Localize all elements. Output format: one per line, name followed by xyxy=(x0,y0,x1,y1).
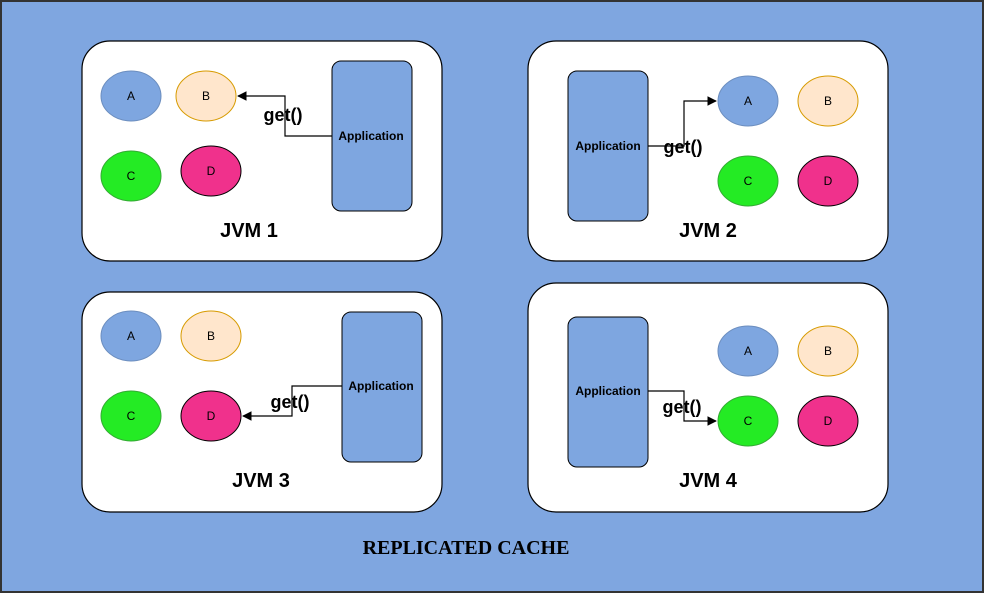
jvm-4-cache-node-b-label: B xyxy=(824,344,832,358)
jvm-2-panel: Application A B C D get() JVM 2 xyxy=(527,40,889,262)
jvm-3-call-label: get() xyxy=(271,392,310,412)
jvm-4-cache-node-d xyxy=(797,395,859,447)
jvm-3-cache-node-a-label: A xyxy=(127,329,135,343)
jvm-1-cache-node-a-label: A xyxy=(127,89,135,103)
jvm-4-cache-node-a-label: A xyxy=(744,344,752,358)
jvm-1-panel: A B C D Application get() JVM 1 xyxy=(81,40,443,262)
jvm-2-cache-node-d-label: D xyxy=(824,174,833,188)
jvm-4-cache-node-d-label: D xyxy=(824,414,833,428)
jvm-4-title: JVM 4 xyxy=(679,470,738,492)
jvm-4-cache-node-b xyxy=(797,325,859,377)
jvm-1-call-arrow xyxy=(237,91,332,137)
jvm-4-cache-node-c xyxy=(717,395,779,447)
jvm-2-title: JVM 2 xyxy=(679,220,737,242)
jvm-4-cache-node-a xyxy=(717,325,779,377)
jvm-4-application-label: Application xyxy=(575,384,640,398)
jvm-3-cache-node-d-label: D xyxy=(207,409,216,423)
jvm-4-application-box xyxy=(567,316,649,468)
diagram-caption: REPLICATED CACHE xyxy=(363,537,570,559)
jvm-3-title: JVM 3 xyxy=(232,470,290,492)
jvm-3-cache-node-d xyxy=(180,390,242,442)
jvm-3-cache-node-b xyxy=(180,310,242,362)
jvm-2-cache-node-b xyxy=(797,75,859,127)
jvm-3-application-label: Application xyxy=(348,379,413,393)
jvm-2-cache-node-c-label: C xyxy=(744,174,753,188)
jvm-3-cache-node-c xyxy=(100,390,162,442)
jvm-1-title: JVM 1 xyxy=(220,220,278,242)
jvm-2-call-arrow xyxy=(648,96,717,147)
jvm-1-cache-node-c xyxy=(100,150,162,202)
jvm-4-cache-node-c-label: C xyxy=(744,414,753,428)
jvm-1-cache-node-d xyxy=(180,145,242,197)
jvm-1-cache-node-d-label: D xyxy=(207,164,216,178)
jvm-3-call-arrow xyxy=(242,385,342,421)
jvm-2-cache-node-b-label: B xyxy=(824,94,832,108)
jvm-1-cache-node-c-label: C xyxy=(127,169,136,183)
jvm-1-application-label: Application xyxy=(338,129,403,143)
jvm-2-call-label: get() xyxy=(664,137,703,157)
jvm-3-cache-node-a xyxy=(100,310,162,362)
jvm-1-cache-node-a xyxy=(100,70,162,122)
jvm-3-cache-node-c-label: C xyxy=(127,409,136,423)
jvm-2-application-label: Application xyxy=(575,139,640,153)
jvm-2-cache-node-a-label: A xyxy=(744,94,752,108)
jvm-4-panel: Application A B C D get() JVM 4 xyxy=(527,282,889,513)
jvm-3-cache-node-b-label: B xyxy=(207,329,215,343)
jvm-4-call-label: get() xyxy=(663,397,702,417)
jvm-3-application-box xyxy=(341,311,423,463)
jvm-1-call-label: get() xyxy=(264,105,303,125)
jvm-1-cache-node-b-label: B xyxy=(202,89,210,103)
jvm-2-cache-node-c xyxy=(717,155,779,207)
jvm-4-call-arrow xyxy=(648,390,717,426)
jvm-2-cache-node-a xyxy=(717,75,779,127)
jvm-3-panel: A B C D Application get() JVM 3 xyxy=(81,291,443,513)
jvm-1-cache-node-b xyxy=(175,70,237,122)
jvm-2-cache-node-d xyxy=(797,155,859,207)
